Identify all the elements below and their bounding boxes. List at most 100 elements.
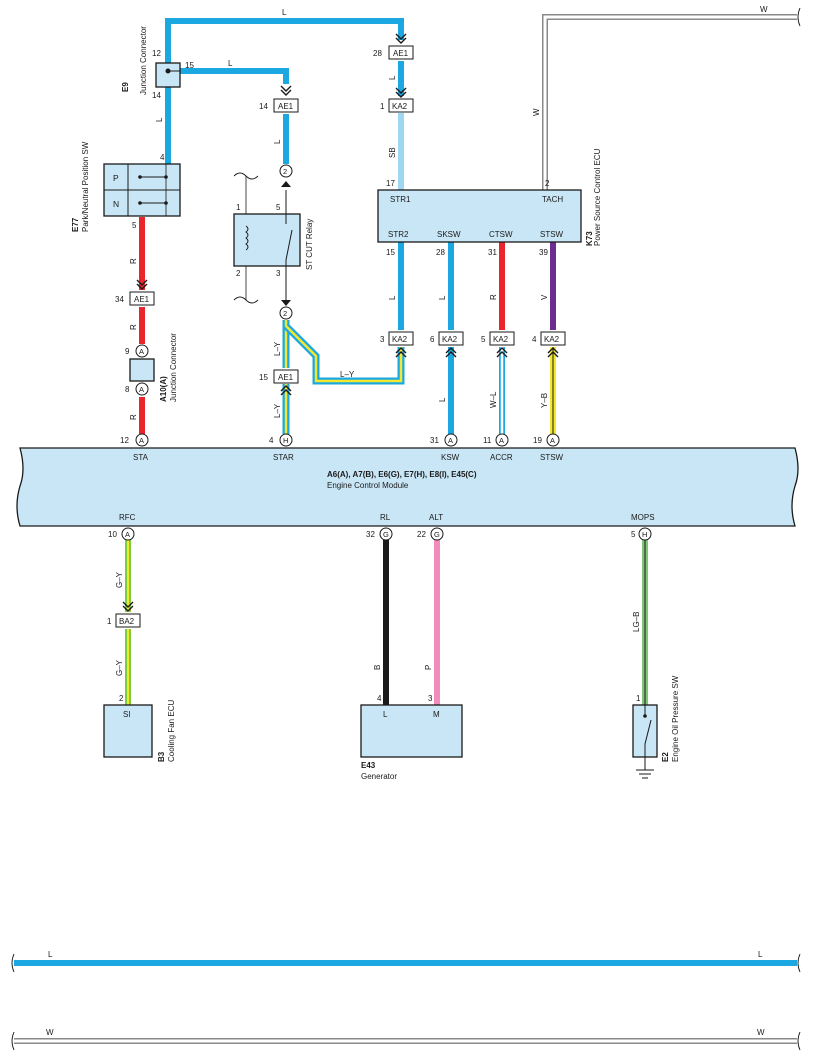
wire-label: SB [388, 147, 397, 158]
ecm-body [16, 447, 799, 527]
terminal-label: CTSW [489, 230, 513, 239]
pin-number: 28 [436, 248, 445, 257]
connector-label: AE1 [393, 49, 409, 58]
pin-circle [638, 527, 652, 541]
wire-label: L [48, 950, 53, 959]
cooling-fan-ecu-body [103, 704, 153, 758]
wire-label: L [155, 117, 164, 122]
wire-label: G–Y [115, 571, 124, 588]
connector-body [540, 331, 566, 346]
wire-label: R [129, 324, 138, 330]
break-marks [11, 7, 801, 1051]
power-source-control-ecu: STR1 TACH STR2 SKSW CTSW STSW 17 2 15 28… [377, 148, 602, 257]
pin-circle [121, 527, 135, 541]
pin-number: 14 [259, 102, 268, 111]
connector-body [129, 291, 155, 306]
break-mark [797, 1031, 801, 1051]
arrow-up-icon [281, 181, 291, 187]
terminal-label: RFC [119, 513, 136, 522]
wire-label: L [388, 295, 397, 300]
pin-letter: H [283, 436, 288, 445]
pin-number: 22 [417, 530, 426, 539]
chevron-down-icon [136, 279, 148, 286]
chevron-down-icon [395, 87, 407, 94]
pin-letter: A [139, 347, 144, 356]
component-id: E9 [121, 82, 130, 92]
wire-label: Y–B [540, 393, 549, 408]
connector-label: KA2 [392, 335, 408, 344]
pin-number: 11 [483, 436, 492, 445]
connector-body [273, 98, 299, 113]
pin-number: 39 [539, 248, 548, 257]
terminal-label: STAR [273, 453, 294, 462]
pin-number: 4 [532, 335, 537, 344]
connector-label: KA2 [442, 335, 458, 344]
switch-contact [643, 714, 647, 718]
component-name: Engine Oil Pressure SW [671, 675, 680, 762]
wire-labels: L L L L SB W W L R R R L–Y L–Y L–Y L L R… [46, 5, 768, 1037]
pin-number: 5 [481, 335, 486, 344]
pin-number: 14 [152, 91, 161, 100]
wire-label: L [388, 75, 397, 80]
pin-number: 34 [115, 295, 124, 304]
pin-number: 1 [380, 102, 385, 111]
break-mark [797, 7, 801, 27]
connector-ka2-ctsw: KA2 5 [481, 331, 515, 358]
component-id: E2 [661, 752, 670, 762]
pin-number: 28 [373, 49, 382, 58]
terminal-label: STA [133, 453, 149, 462]
chevron-down-icon [122, 605, 134, 612]
power-ecu-body [377, 189, 582, 243]
chevron-up-icon [280, 389, 292, 396]
wire-label: R [489, 294, 498, 300]
wire-label: L–Y [273, 403, 282, 418]
break-mark [11, 953, 15, 973]
connector-body [438, 331, 464, 346]
component-name: Engine Control Module [327, 481, 409, 490]
connector-label: BA2 [119, 617, 135, 626]
engine-control-module: A6(A), A7(B), E6(G), E7(H), E8(I), E45(C… [16, 433, 799, 541]
connector-body [273, 369, 299, 384]
junction-connector-e9: 12 15 14 E9 Junction Connector [121, 26, 194, 100]
pin-number: 12 [120, 436, 129, 445]
pin-circle [135, 433, 149, 447]
junction-e9-body [155, 62, 181, 88]
pin-number: 3 [276, 269, 281, 278]
break-mark [11, 1031, 15, 1051]
wire-label: L [273, 139, 282, 144]
wires [14, 14, 797, 1044]
connector-label: AE1 [278, 373, 294, 382]
position-label: P [113, 173, 119, 183]
arrow-down-icon [281, 300, 291, 306]
pin-number: 2 [283, 309, 287, 318]
terminal-label: ALT [429, 513, 443, 522]
wire-label: L [228, 59, 233, 68]
component-name: ST CUT Relay [305, 219, 314, 270]
chevron-down-icon [395, 37, 407, 44]
connector-body [388, 331, 414, 346]
pin-number: 19 [533, 436, 542, 445]
connector-body [388, 98, 414, 113]
relay-body [233, 213, 301, 267]
pin-circle [135, 344, 149, 358]
chevron-up-icon [395, 347, 407, 354]
pin-circle [279, 306, 293, 320]
wire-label: B [373, 665, 382, 670]
wire-label: L [438, 295, 447, 300]
wire-label: L–Y [273, 341, 282, 356]
cooling-fan-ecu: 2 SI B3 Cooling Fan ECU [103, 694, 176, 762]
pin-number: 15 [386, 248, 395, 257]
pin-circle [546, 433, 560, 447]
terminal-label: M [433, 710, 440, 719]
component-id: E43 [361, 761, 376, 770]
terminal-label: MOPS [631, 513, 655, 522]
pin-letter: A [499, 436, 504, 445]
connector-label: KA2 [493, 335, 509, 344]
terminal-label: SKSW [437, 230, 461, 239]
pin-number: 4 [160, 153, 165, 162]
pin-number: 1 [236, 203, 241, 212]
chevron-down-icon [122, 601, 134, 608]
wire-label: W–L [489, 391, 498, 408]
wire-label: W [757, 1028, 765, 1037]
